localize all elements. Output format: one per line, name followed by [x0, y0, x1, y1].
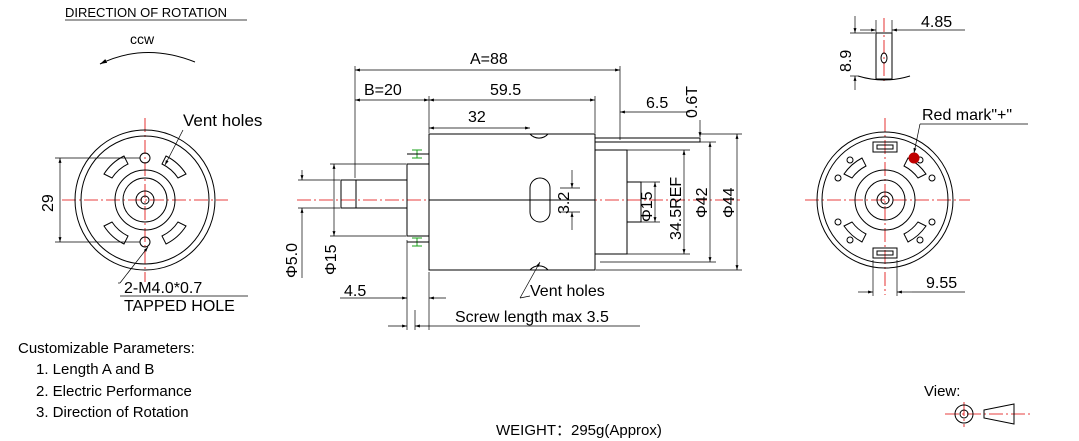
dim-4-5-label: 4.5 [344, 283, 366, 300]
dim-32-label: 32 [468, 109, 486, 126]
rear-view: Red mark"+" 9.55 [805, 107, 1028, 296]
dim-6-5-label: 6.5 [646, 95, 668, 112]
dim-3-2-label: 3.2 [556, 192, 573, 214]
front-vent-label: Vent holes [183, 111, 262, 130]
dim-9-55-label: 9.55 [926, 275, 957, 292]
tap-hole-label: TAPPED HOLE [124, 298, 235, 315]
view-label: View: [924, 383, 960, 400]
front-view: 29 Vent holes 2-M4.0*0.7 TAPPED HOLE [40, 111, 262, 315]
dim-0-6T-label: 0.6T [684, 86, 701, 118]
dim-shaft-label: Φ5.0 [284, 243, 301, 278]
dim-boss-label: Φ15 [323, 244, 340, 275]
terminal-view: 8.9 4.85 [838, 14, 965, 90]
red-mark-label: Red mark"+" [922, 107, 1012, 124]
dim-34-5-label: 34.5REF [668, 177, 685, 240]
dim-rear-boss-label: Φ15 [639, 191, 656, 222]
dim-59-5-label: 59.5 [490, 82, 521, 99]
dim-A-label: A=88 [470, 51, 508, 68]
side-view: A=88 B=20 59.5 6.5 0.6T 32 Φ5.0 Φ15 [284, 51, 742, 330]
projection-view-symbol: View: [924, 383, 1030, 427]
rotation-direction-label: ccw [130, 31, 155, 47]
rotation-heading: DIRECTION OF ROTATION [65, 5, 227, 20]
ccw-arrow-icon [99, 51, 196, 65]
dim-42-label: Φ42 [694, 187, 711, 218]
dim-29-label: 29 [40, 194, 57, 212]
customizable-parameters: Customizable Parameters: 1. Length A and… [18, 340, 195, 421]
dim-44-label: Φ44 [721, 187, 738, 218]
rotation-indicator: DIRECTION OF ROTATION ccw [65, 5, 247, 65]
dim-B-label: B=20 [364, 82, 402, 99]
weight-label: WEIGHT：295g(Approx) [496, 422, 662, 439]
params-item-3: 3. Direction of Rotation [36, 404, 189, 421]
params-item-2: 2. Electric Performance [36, 383, 192, 400]
red-mark-dot [908, 152, 920, 164]
screw-note: Screw length max 3.5 [455, 309, 609, 326]
dim-8-9-label: 8.9 [838, 50, 855, 72]
dim-4-85-label: 4.85 [921, 14, 952, 31]
params-item-1: 1. Length A and B [36, 361, 154, 378]
side-vent-label: Vent holes [530, 283, 605, 300]
tap-spec-label: 2-M4.0*0.7 [124, 280, 202, 297]
params-heading: Customizable Parameters: [18, 340, 195, 357]
